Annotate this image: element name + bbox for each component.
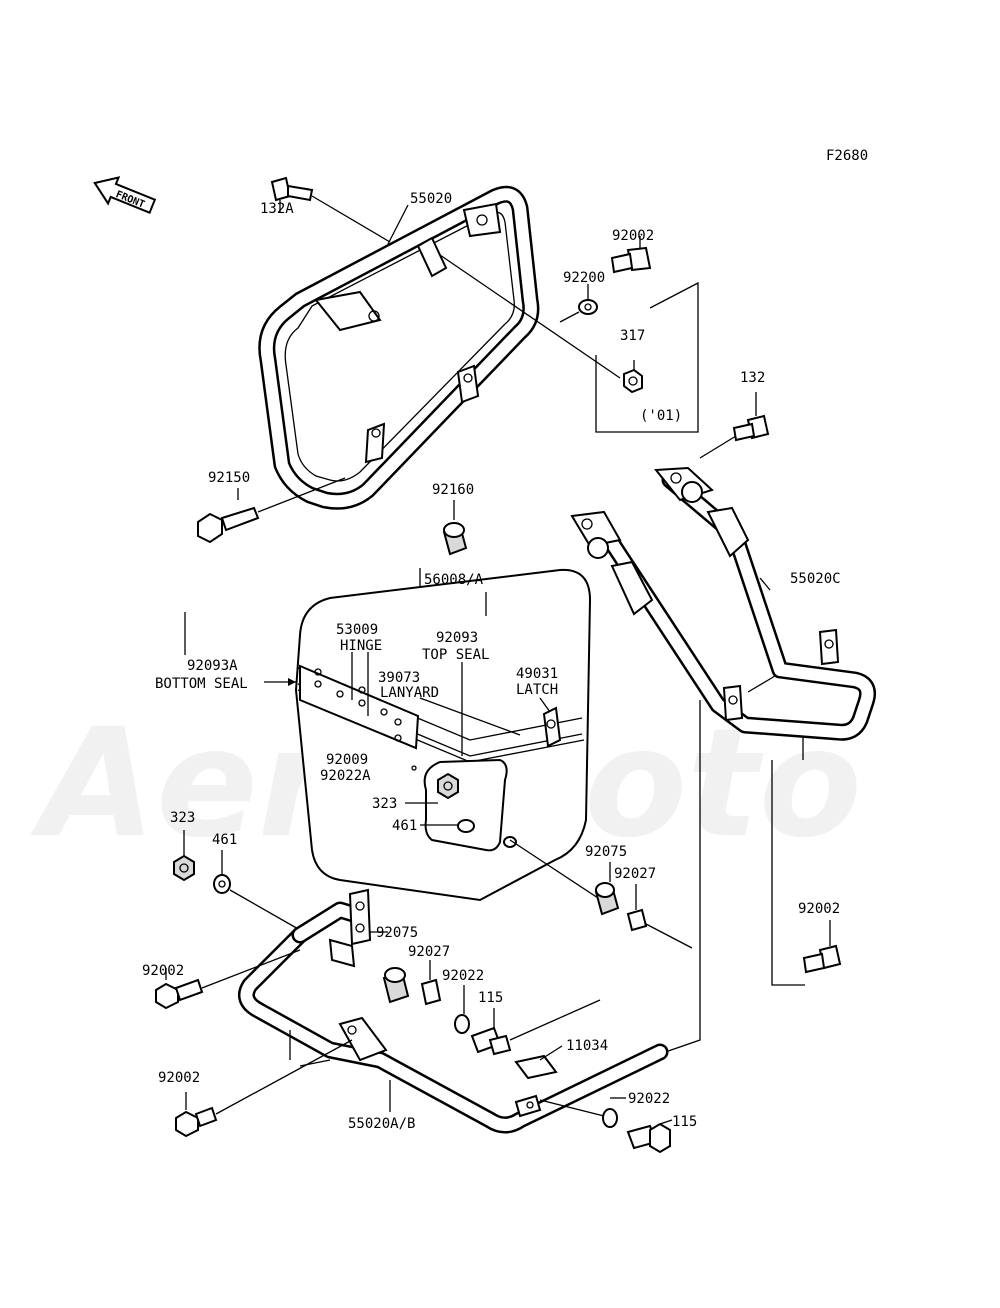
washer-92200-icon	[578, 299, 598, 315]
label-132A: 132A	[260, 201, 294, 217]
label-49031: 49031	[516, 666, 558, 682]
label-92160: 92160	[432, 482, 474, 498]
grommet-92160-icon	[442, 500, 468, 556]
bolt-92150-icon	[197, 477, 346, 544]
collar-92027-right-icon	[626, 884, 693, 949]
label-92093A: 92093A	[187, 658, 238, 674]
label-92200: 92200	[563, 270, 605, 286]
nut-317-icon	[623, 368, 643, 394]
bolt-115-left-icon	[470, 1008, 512, 1056]
bolt-92002-right-icon	[802, 920, 842, 974]
label-55020C: 55020C	[790, 571, 841, 587]
label-92009: 92009	[326, 752, 368, 768]
label-hinge: HINGE	[340, 638, 382, 654]
bolt-92002-left2-icon	[175, 1039, 353, 1138]
collar-92027-left-icon	[420, 960, 442, 1006]
label-latch: LATCH	[516, 682, 558, 698]
grommet-92075-right-icon	[509, 839, 620, 916]
label-92002-right: 92002	[798, 901, 840, 917]
label-56008A: 56008/A	[424, 572, 484, 588]
label-01: ('01)	[640, 408, 682, 424]
label-lanyard: LANYARD	[380, 685, 439, 701]
label-323-inner: 323	[372, 796, 397, 812]
lower-bracket-55020AB	[237, 888, 669, 1134]
figure-id: F2680	[826, 148, 868, 164]
label-55020: 55020	[410, 191, 452, 207]
washer-92022-bottom-icon	[539, 1097, 626, 1128]
label-92075-right: 92075	[585, 844, 627, 860]
case-56008A	[294, 568, 592, 902]
label-53009: 53009	[336, 622, 378, 638]
label-461-inner: 461	[392, 818, 417, 834]
label-92022A: 92022A	[320, 768, 371, 784]
bracket-55020C	[570, 466, 877, 741]
washer-461-icon	[213, 850, 301, 931]
grommet-92075-left-icon	[382, 967, 410, 1004]
label-115-left: 115	[478, 990, 503, 1006]
upper-frame-55020	[258, 185, 540, 510]
bolt-92002-top-icon	[610, 236, 652, 274]
label-11034: 11034	[566, 1038, 608, 1054]
label-92022-left: 92022	[442, 968, 484, 984]
bolt-132A-icon	[270, 176, 391, 243]
label-92002-left2: 92002	[158, 1070, 200, 1086]
bolt-132-icon	[699, 392, 770, 459]
label-92093: 92093	[436, 630, 478, 646]
label-bottom-seal: BOTTOM SEAL	[155, 676, 248, 692]
front-arrow-icon: FRONT	[93, 176, 157, 214]
label-323: 323	[170, 810, 195, 826]
label-92022-bottom: 92022	[628, 1091, 670, 1107]
label-317: 317	[620, 328, 645, 344]
washer-92022-left-icon	[454, 985, 470, 1034]
label-92002-left1: 92002	[142, 963, 184, 979]
bolt-115-bottom-icon	[626, 1119, 673, 1154]
label-55020AB: 55020A/B	[348, 1116, 415, 1132]
label-132: 132	[740, 370, 765, 386]
label-461: 461	[212, 832, 237, 848]
bolt-92002-left1-icon	[155, 949, 301, 1010]
label-92150: 92150	[208, 470, 250, 486]
label-92002-top: 92002	[612, 228, 654, 244]
nut-323-icon	[173, 830, 195, 882]
label-top-seal: TOP SEAL	[422, 647, 489, 663]
label-92075-left: 92075	[376, 925, 418, 941]
label-115-bottom: 115	[672, 1114, 697, 1130]
label-92027-right: 92027	[614, 866, 656, 882]
label-39073: 39073	[378, 670, 420, 686]
label-92027-left: 92027	[408, 944, 450, 960]
